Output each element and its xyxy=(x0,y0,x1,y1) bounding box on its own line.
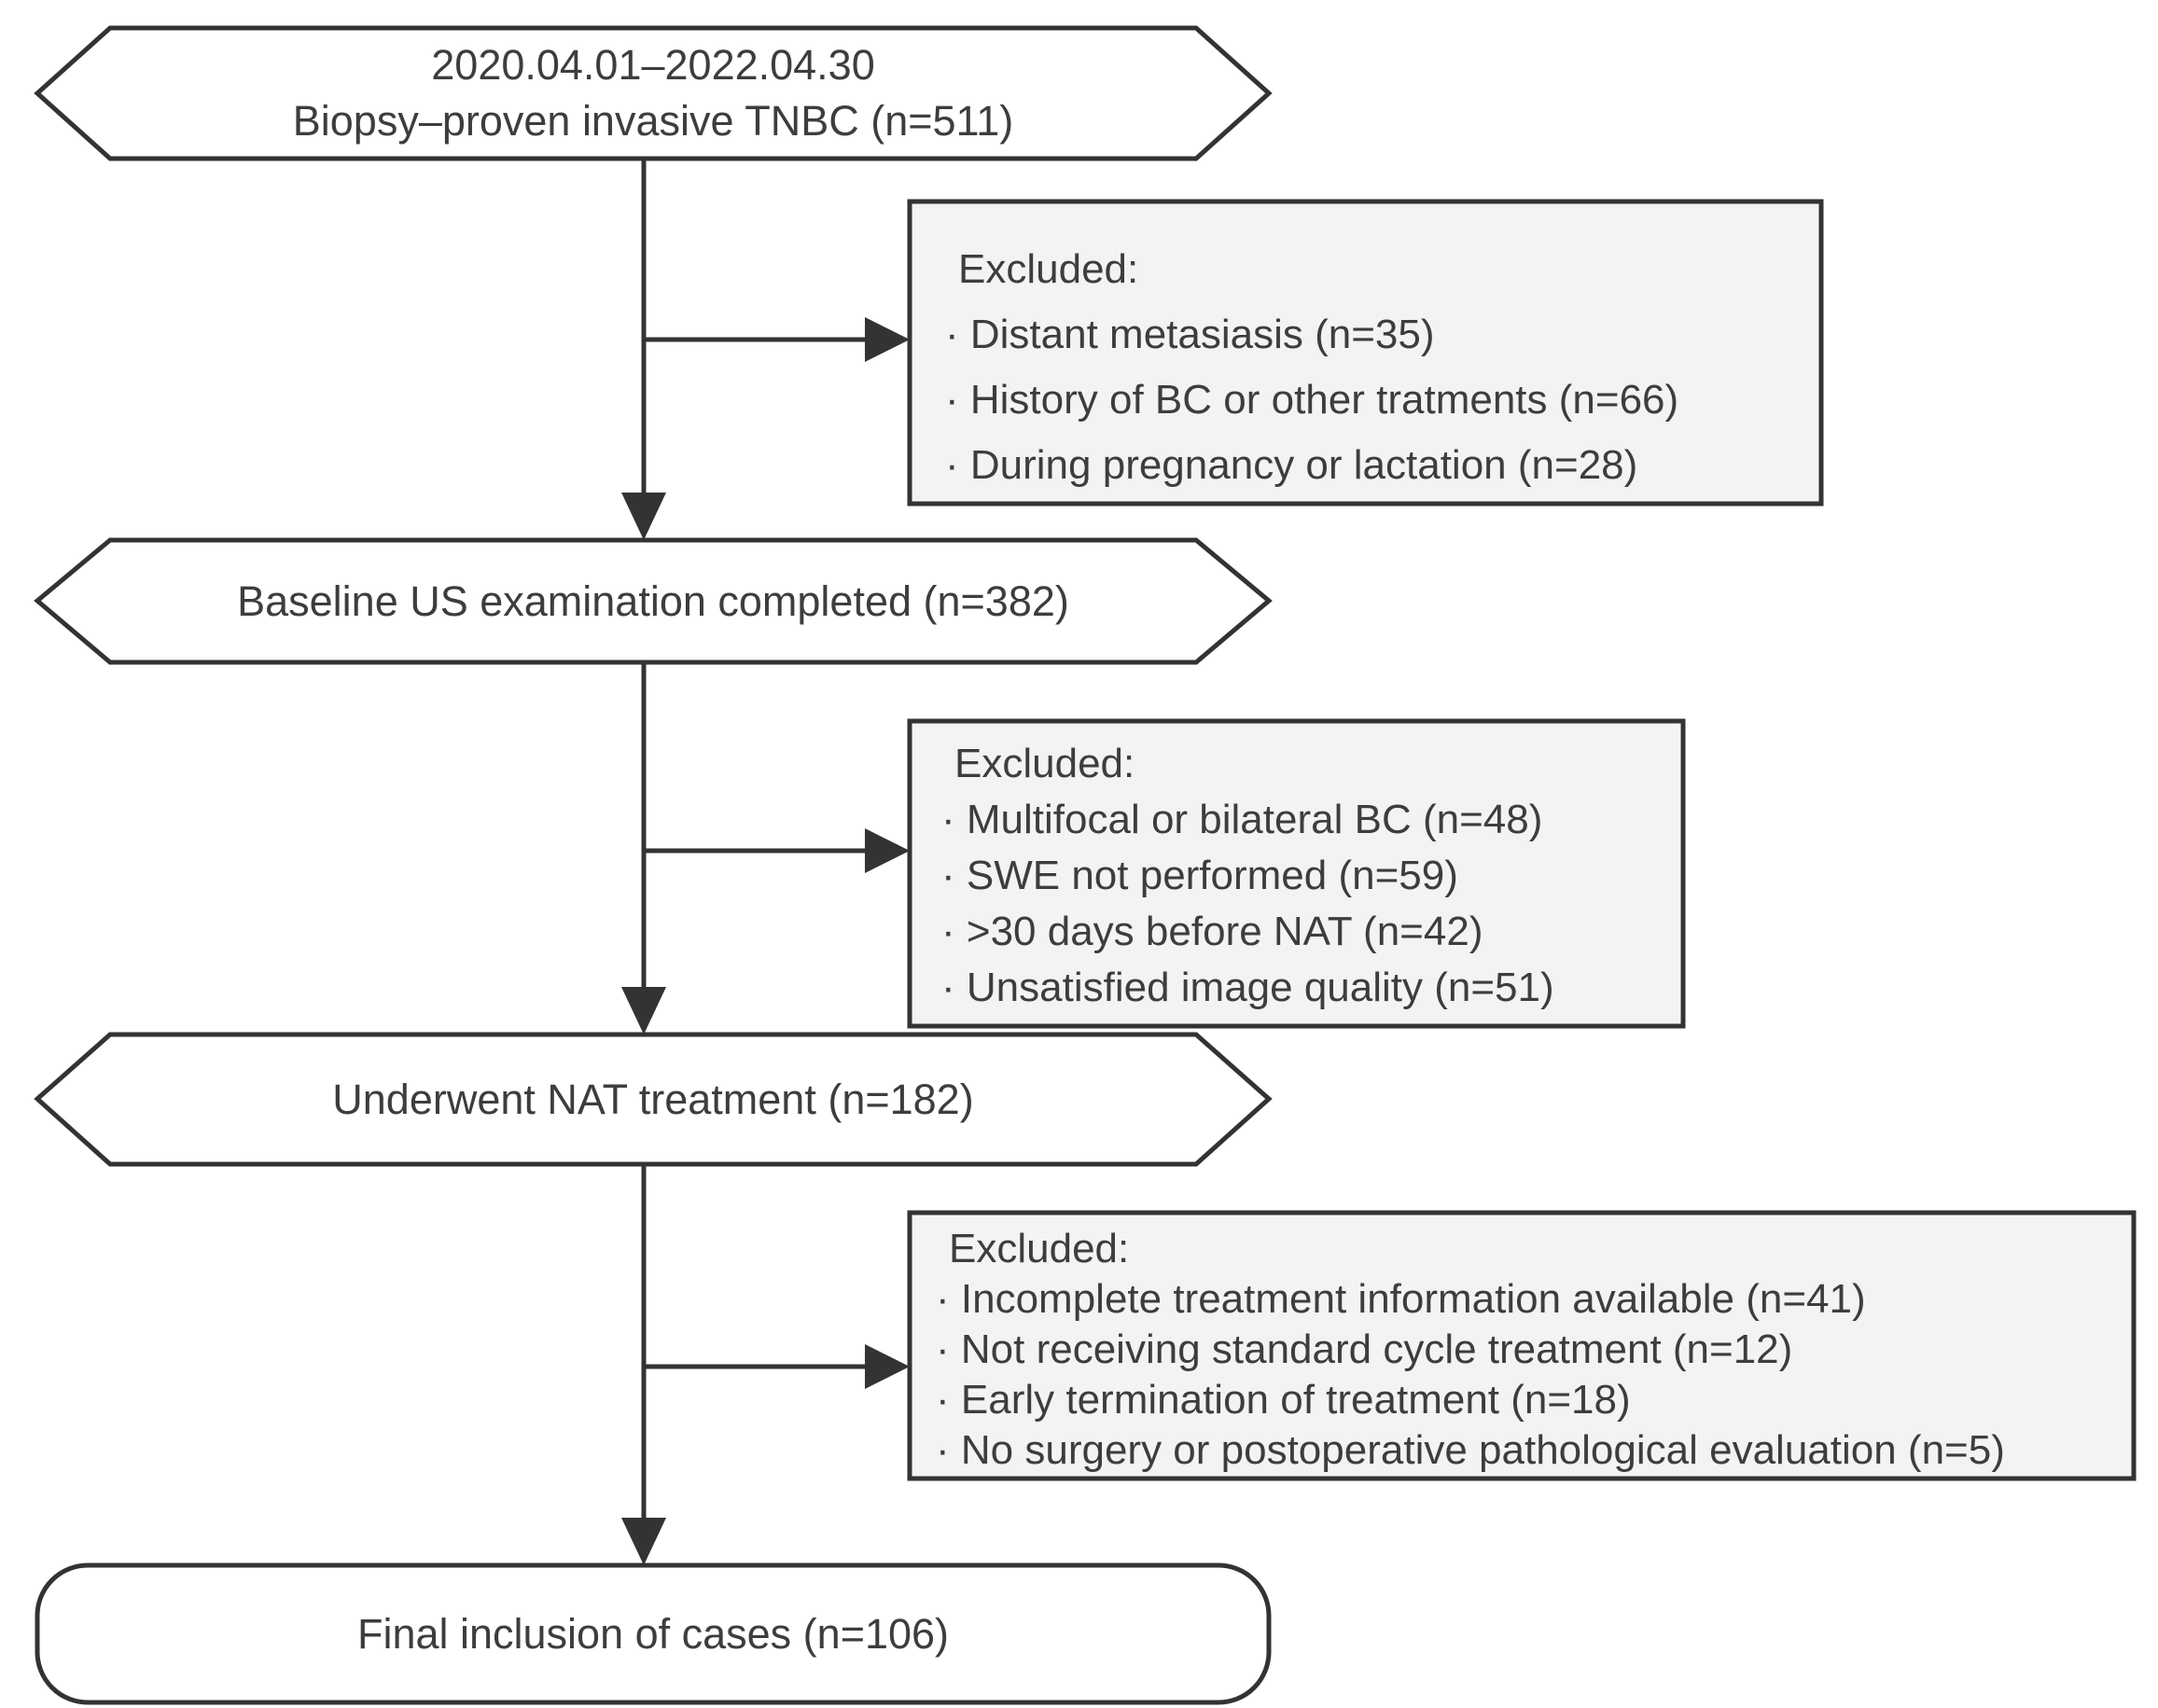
exclusion-2-item: · Unsatisfied image quality (n=51) xyxy=(941,965,1554,1010)
exclusion-1-text: Excluded: · Distant metasiasis (n=35) · … xyxy=(945,201,1821,504)
arrowhead-exclusion-2-icon xyxy=(865,828,910,873)
arrowhead-stage2-icon xyxy=(621,493,666,540)
exclusion-3-item: · Incomplete treatment information avail… xyxy=(936,1276,1866,1322)
exclusion-1-item: · Distant metasiasis (n=35) xyxy=(945,312,1435,357)
stage-3-line-1: Underwent NAT treatment (n=182) xyxy=(332,1075,974,1123)
stage-3-hexagon xyxy=(34,1032,1273,1167)
exclusion-2-item: · Multifocal or bilateral BC (n=48) xyxy=(941,797,1543,842)
exclusion-1-header: Excluded: xyxy=(958,246,1139,292)
exclusion-2-header: Excluded: xyxy=(954,741,1135,786)
stage-2-line-1: Baseline US examination completed (n=382… xyxy=(237,576,1069,625)
arrowhead-stage3-icon xyxy=(621,987,666,1035)
exclusion-2-box xyxy=(907,718,1686,1029)
stage-2-hexagon xyxy=(34,537,1273,665)
stage-1-hexagon xyxy=(34,25,1273,161)
final-node-shape xyxy=(35,1562,1272,1705)
exclusion-3-box xyxy=(907,1210,2137,1481)
stage-1-line-2: Biopsy–proven invasive TNBC (n=511) xyxy=(292,97,1014,145)
stage-1-line-1: 2020.04.01–2022.04.30 xyxy=(431,41,875,89)
stage-2-label: Baseline US examination completed (n=382… xyxy=(37,540,1269,662)
arrowhead-exclusion-3-icon xyxy=(865,1344,910,1389)
exclusion-2-item: · SWE not performed (n=59) xyxy=(941,853,1458,898)
exclusion-1-item: · During pregnancy or lactation (n=28) xyxy=(945,442,1638,488)
exclusion-3-item: · Early termination of treatment (n=18) xyxy=(936,1377,1631,1423)
exclusion-3-item: · No surgery or postoperative pathologic… xyxy=(936,1427,2005,1473)
exclusion-2-text: Excluded: · Multifocal or bilateral BC (… xyxy=(941,721,1683,1026)
exclusion-3-header: Excluded: xyxy=(949,1226,1130,1271)
exclusion-1-item: · History of BC or other tratments (n=66… xyxy=(945,377,1679,423)
exclusion-2-item: · >30 days before NAT (n=42) xyxy=(941,909,1483,954)
exclusion-3-text: Excluded: · Incomplete treatment informa… xyxy=(936,1213,2134,1479)
stage-3-label: Underwent NAT treatment (n=182) xyxy=(37,1035,1269,1164)
final-node-line-1: Final inclusion of cases (n=106) xyxy=(356,1609,950,1658)
arrowhead-exclusion-1-icon xyxy=(865,317,910,362)
arrowhead-final-icon xyxy=(621,1518,666,1565)
exclusion-1-box xyxy=(907,199,1824,507)
final-node-label: Final inclusion of cases (n=106) xyxy=(37,1565,1269,1702)
exclusion-3-item: · Not receiving standard cycle treatment… xyxy=(936,1326,1793,1372)
stage-1-label: 2020.04.01–2022.04.30 Biopsy–proven inva… xyxy=(37,28,1269,159)
